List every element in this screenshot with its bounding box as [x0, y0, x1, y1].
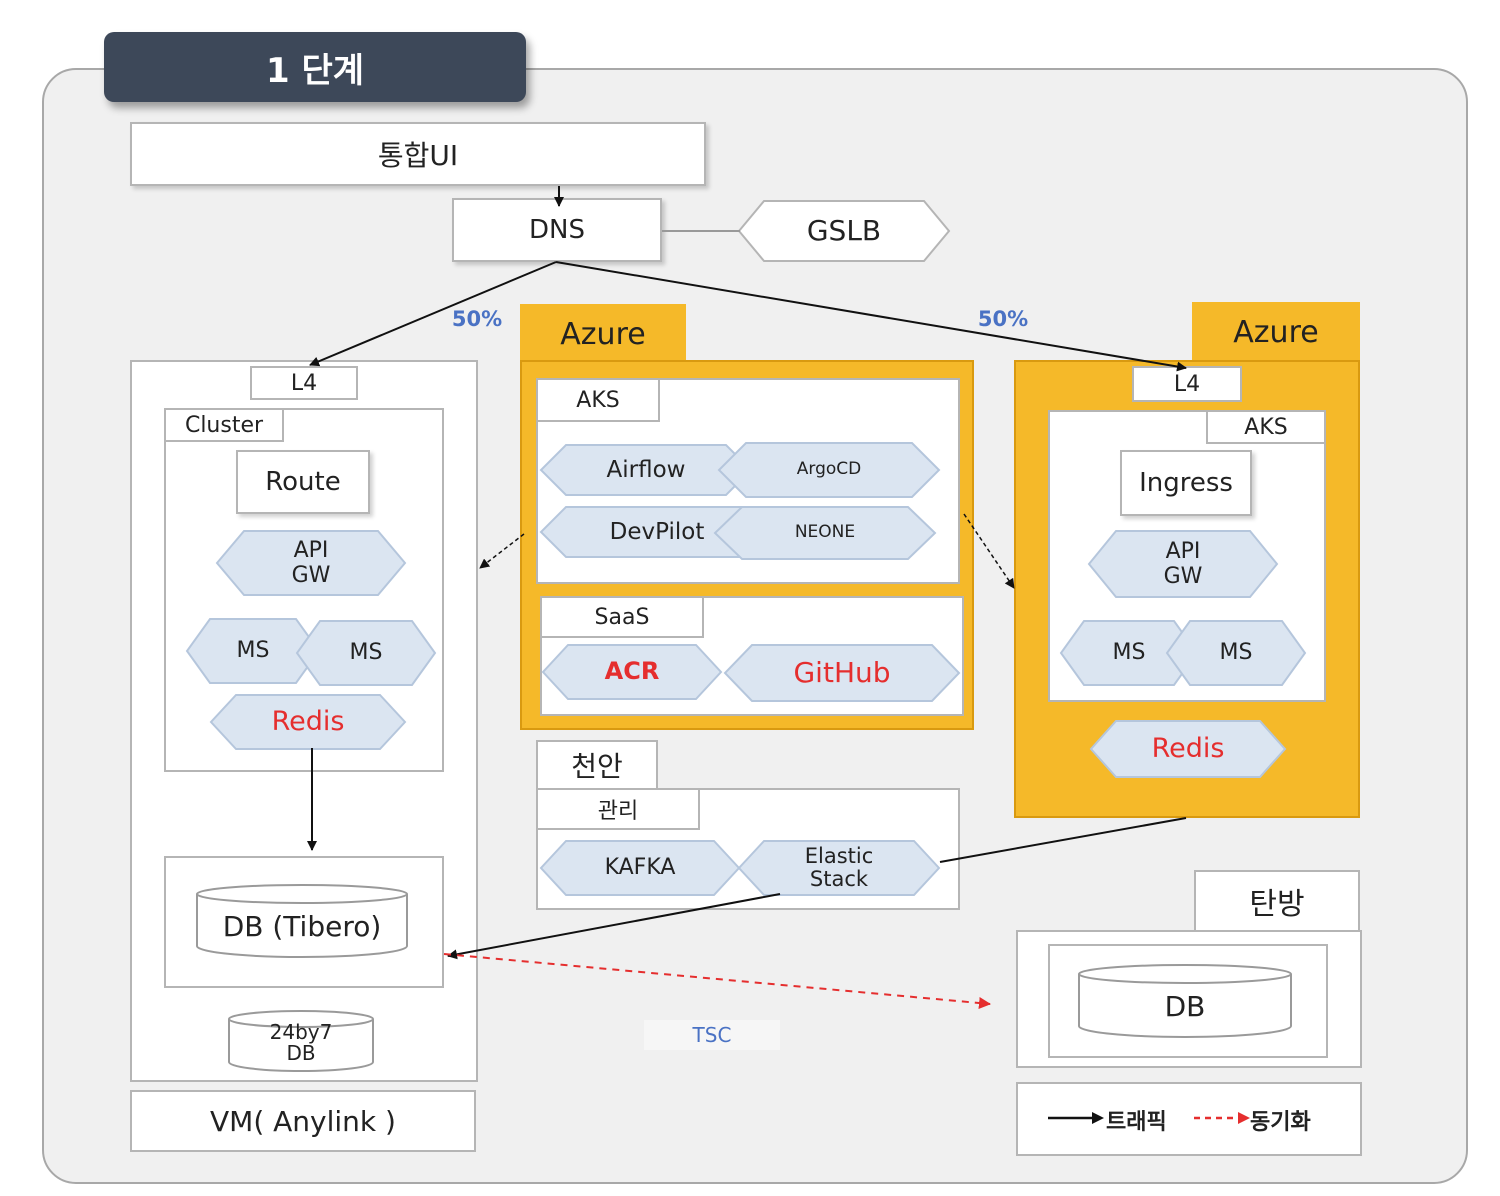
acr-label: ACR: [604, 657, 660, 686]
onprem-ms-hexagon-2: MS: [295, 620, 437, 686]
azure-right-ms-hexagon-1: MS: [1059, 620, 1199, 686]
dns-to-onprem-arrow: [309, 261, 557, 367]
stage-title: 1 단계: [104, 32, 526, 102]
azure-to-right-dashed-arrow: [963, 513, 1015, 589]
azure-center-tab: Azure: [520, 304, 686, 364]
left-traffic-percent: 50%: [442, 302, 512, 336]
elastic-line1: Elastic: [804, 843, 874, 868]
traffic-legend-arrow: [1048, 1112, 1104, 1124]
ingress-box: Ingress: [1120, 450, 1252, 516]
azure-right-ms-label-2: MS: [1219, 640, 1253, 666]
azure-right-ms-label-1: MS: [1112, 640, 1146, 666]
tibero-to-tanbang-sync-arrow: [443, 953, 991, 1009]
mgmt-label: 관리: [536, 788, 700, 830]
argocd-hexagon: ArgoCD: [717, 442, 941, 498]
airflow-hexagon: Airflow: [539, 444, 753, 496]
tanbang-db-label: DB: [1164, 989, 1206, 1023]
traffic-legend-label: 트래픽: [1106, 1110, 1167, 1135]
gslb-label: GSLB: [806, 213, 882, 247]
sync-legend-label: 동기화: [1250, 1110, 1311, 1135]
db-247-line2: DB: [286, 1041, 316, 1065]
devpilot-hexagon: DevPilot: [539, 506, 775, 558]
right-traffic-percent: 50%: [968, 302, 1038, 336]
azure-to-onprem-dashed-arrow: [479, 533, 525, 569]
integrated-ui-box: 통합UI: [130, 122, 706, 186]
tibero-db-label: DB (Tibero): [222, 909, 382, 943]
tibero-db-cylinder: DB (Tibero): [196, 884, 408, 958]
azure-right-aks-label: AKS: [1206, 410, 1326, 444]
onprem-ms-hexagon-1: MS: [185, 618, 321, 684]
azure-right-tab: Azure: [1192, 302, 1360, 362]
airflow-label: Airflow: [606, 456, 686, 483]
gslb-hexagon: GSLB: [737, 200, 951, 262]
onprem-redis-hexagon: Redis: [209, 694, 407, 750]
onprem-redis-label: Redis: [271, 706, 345, 738]
onprem-api-gw-line1: API: [293, 537, 329, 563]
dns-to-azure-arrow: [555, 261, 1187, 372]
onprem-ms-label-1: MS: [236, 638, 270, 664]
vm-anylink-box: VM( Anylink ): [130, 1090, 476, 1152]
route-box: Route: [236, 450, 370, 514]
tsc-label: TSC: [644, 1020, 780, 1050]
azure-right-redis-hexagon: Redis: [1089, 720, 1287, 778]
kafka-label: KAFKA: [604, 855, 676, 881]
tanbang-db-cylinder: DB: [1078, 964, 1292, 1038]
cluster-label: Cluster: [164, 408, 284, 442]
kafka-hexagon: KAFKA: [539, 840, 741, 896]
onprem-api-gw-line2: GW: [291, 563, 331, 588]
github-label: GitHub: [793, 655, 891, 689]
neone-label: NEONE: [794, 522, 856, 543]
onprem-l4-label: L4: [250, 366, 358, 400]
github-hexagon: GitHub: [723, 644, 961, 702]
acr-hexagon: ACR: [541, 644, 723, 700]
onprem-ms-label-2: MS: [349, 640, 383, 666]
argocd-label: ArgoCD: [796, 459, 862, 480]
azure-center-aks-label: AKS: [536, 378, 660, 422]
dns-box: DNS: [452, 198, 662, 262]
saas-label: SaaS: [540, 596, 704, 638]
azure-right-api-gw-line2: GW: [1163, 564, 1203, 589]
azure-right-ms-hexagon-2: MS: [1165, 620, 1307, 686]
db-247-line1: 24by7: [269, 1020, 333, 1044]
azure-right-l4-label: L4: [1132, 366, 1242, 402]
sync-legend-arrow: [1194, 1112, 1250, 1124]
devpilot-label: DevPilot: [609, 518, 705, 545]
right-azure-to-elastic-line: [939, 817, 1187, 863]
azure-right-api-gw-line1: API: [1165, 538, 1201, 564]
elastic-to-tibero-arrow: [447, 893, 781, 960]
elastic-line2: Stack: [809, 867, 869, 891]
azure-right-redis-label: Redis: [1151, 733, 1225, 765]
neone-hexagon: NEONE: [713, 506, 937, 560]
